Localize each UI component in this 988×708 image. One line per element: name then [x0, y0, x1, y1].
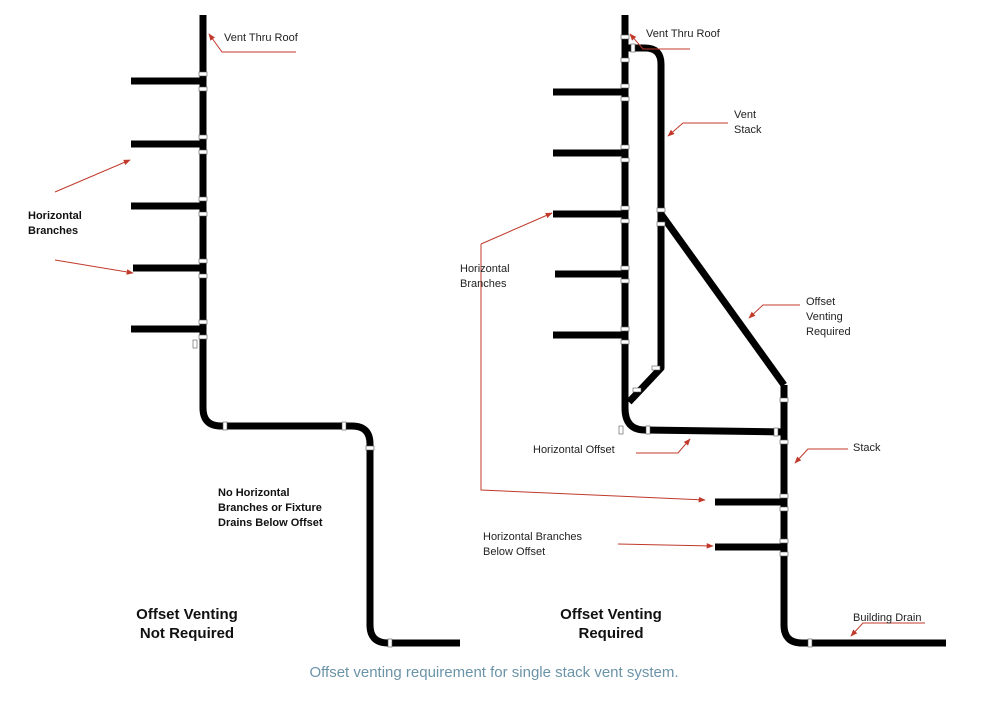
right-relief-vent-pipe — [658, 211, 787, 388]
left-vent-thru-roof-label: Vent Thru Roof — [224, 32, 299, 44]
right-offset-venting-label-line1: Offset — [806, 296, 835, 308]
right-building-drain-label: Building Drain — [853, 612, 921, 624]
right-vent-stack-label-line1: Vent — [734, 109, 756, 121]
left-pipes — [131, 15, 460, 647]
left-pipe-couplings — [192, 71, 393, 648]
right-horizontal-offset-label: Horizontal Offset — [533, 444, 615, 456]
left-horizontal-branches-label-line2: Branches — [28, 225, 78, 237]
left-title-line2: Not Required — [140, 625, 234, 642]
right-below-offset-label-line2: Below Offset — [483, 546, 545, 558]
left-stack-pipe — [199, 15, 460, 647]
left-horizontal-branches-label-line1: Horizontal — [28, 210, 82, 222]
right-offset-venting-label-line2: Venting — [806, 311, 843, 323]
offset-venting-diagram: Vent Thru Roof Horizontal Branches No Ho… — [28, 15, 946, 648]
left-diagram: Vent Thru Roof Horizontal Branches No Ho… — [28, 15, 460, 648]
right-pipes — [553, 15, 946, 647]
right-horizontal-branches-label-line1: Horizontal — [460, 263, 510, 275]
left-note-line1: No Horizontal — [218, 487, 290, 499]
right-vent-stack-label-line2: Stack — [734, 124, 762, 136]
left-note-line3: Drains Below Offset — [218, 517, 323, 529]
right-stack-label: Stack — [853, 442, 881, 454]
right-lower-stack-pipe — [780, 385, 946, 647]
right-horizontal-branches-label-line2: Branches — [460, 278, 507, 290]
right-title-line2: Required — [578, 625, 643, 642]
right-vent-stack-pipe — [625, 44, 665, 405]
figure-caption: Offset venting requirement for single st… — [309, 664, 679, 681]
left-leader-arrows — [54, 33, 296, 275]
right-offset-venting-label-line3: Required — [806, 326, 851, 338]
right-leader-arrows — [480, 33, 925, 637]
right-pipe-couplings — [618, 34, 813, 648]
right-vent-thru-roof-label: Vent Thru Roof — [646, 28, 721, 40]
right-main-stack-pipe — [621, 15, 786, 436]
left-note-line2: Branches or Fixture — [218, 502, 322, 514]
right-below-offset-label-line1: Horizontal Branches — [483, 531, 583, 543]
right-title-line1: Offset Venting — [560, 606, 662, 623]
left-title-line1: Offset Venting — [136, 606, 238, 623]
right-diagram: Vent Thru Roof Vent Stack Horizontal Bra… — [460, 15, 946, 648]
